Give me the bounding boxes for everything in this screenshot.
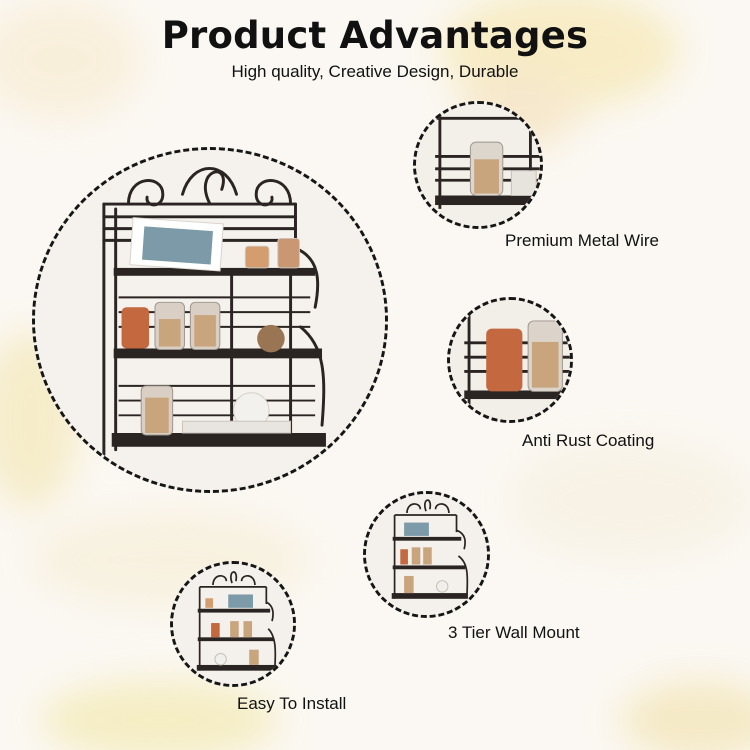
page-title: Product Advantages: [161, 14, 589, 57]
metal-wire-closeup: [416, 104, 540, 226]
page-subtitle: High quality, Creative Design, Durable: [231, 62, 519, 81]
wall-mount-image: [363, 491, 490, 618]
wall-mount-shelf-small: [366, 494, 487, 615]
feature-label-3-tier-wall-mount: 3 Tier Wall Mount: [448, 623, 580, 642]
easy-install-image: [170, 561, 296, 687]
main-shelf-image: [32, 147, 388, 493]
anti-rust-closeup: [450, 300, 570, 420]
feature-label-premium-metal-wire: Premium Metal Wire: [505, 231, 659, 250]
three-tier-shelf-illustration: [35, 150, 385, 490]
metal-wire-detail-image: [413, 101, 543, 229]
anti-rust-detail-image: [447, 297, 573, 423]
feature-label-easy-to-install: Easy To Install: [237, 694, 347, 713]
feature-label-anti-rust-coating: Anti Rust Coating: [522, 431, 655, 450]
easy-install-shelf-small: [173, 564, 293, 684]
